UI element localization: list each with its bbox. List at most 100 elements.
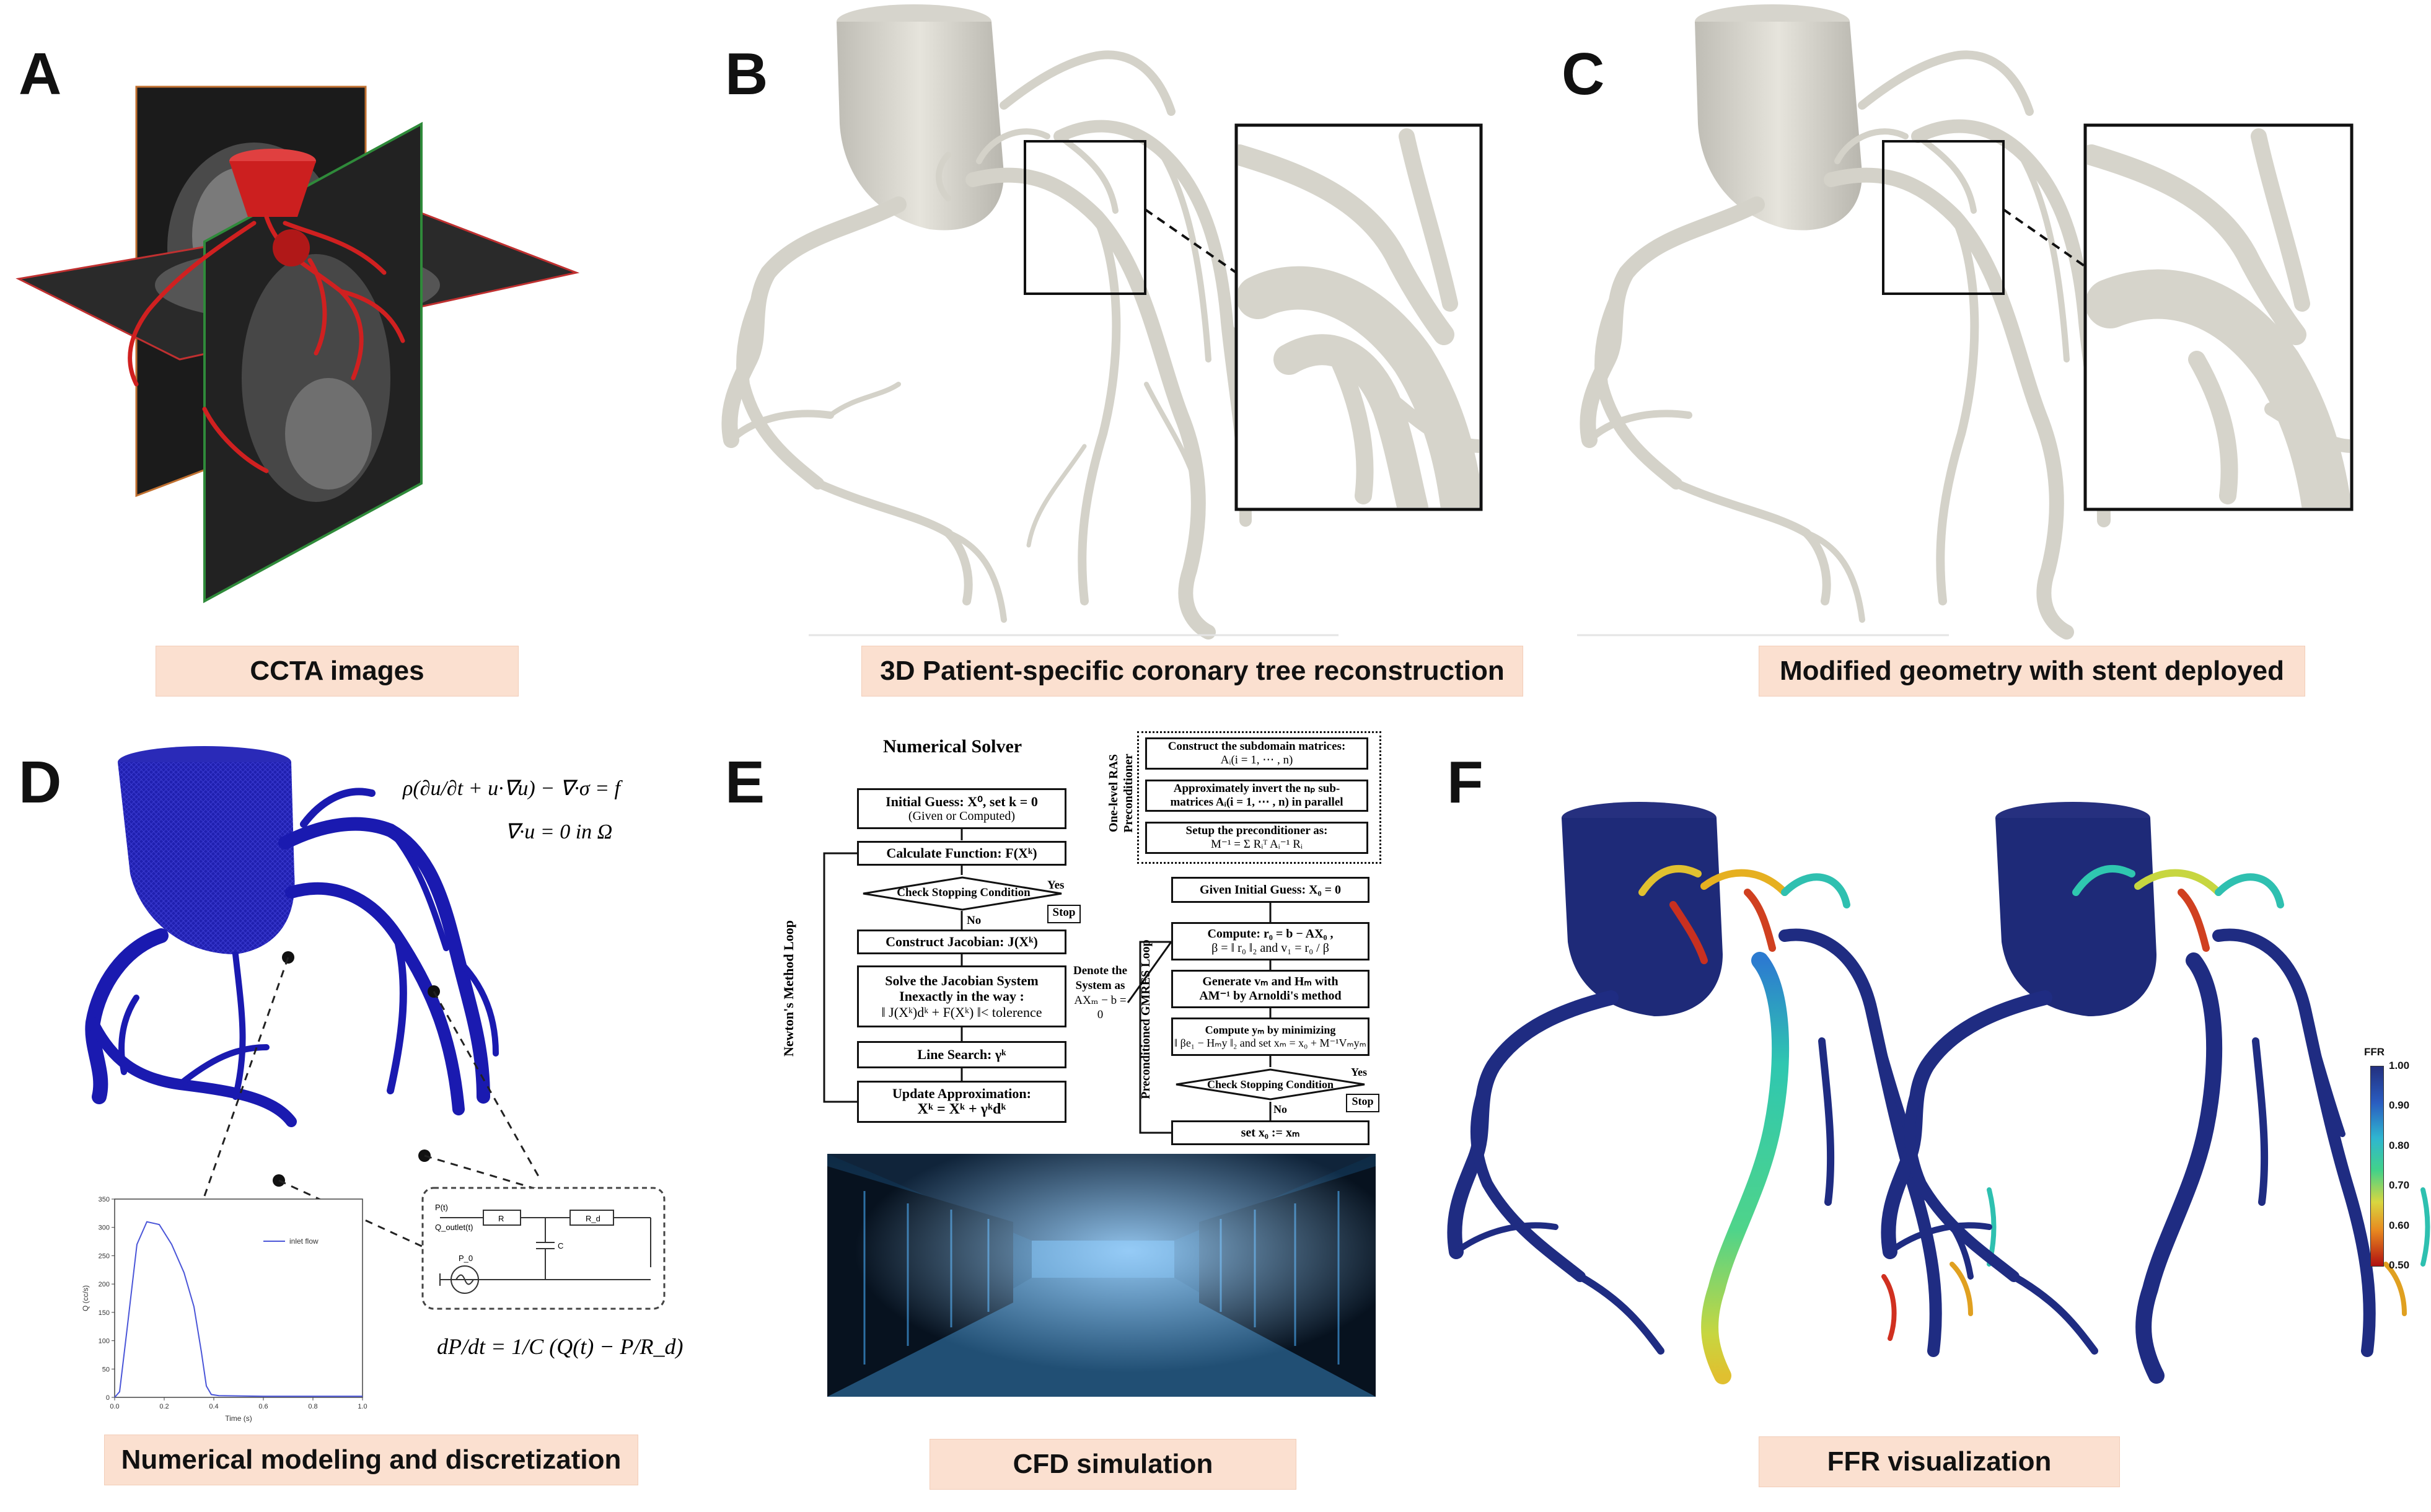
legend-label: inlet flow	[289, 1237, 319, 1246]
flow-plot-frame	[114, 1198, 363, 1398]
denote-line-2: System as	[1075, 978, 1125, 992]
panel-label-d: D	[19, 749, 62, 815]
gmres-stop-box: Stop	[1346, 1094, 1379, 1112]
meshed-coronary-model	[85, 746, 499, 1187]
stented-geometry	[1577, 4, 2354, 640]
circuit-label-c: C	[558, 1241, 563, 1250]
x-tick-label: 0.0	[110, 1403, 119, 1410]
y-tick-label: 300	[99, 1224, 110, 1232]
colorbar-tick-label: 0.90	[2389, 1099, 2410, 1112]
caption-c: Modified geometry with stent deployed	[1759, 646, 2305, 697]
denote-system: Denote the System as AXₘ − b = 0	[1071, 964, 1130, 1022]
x-tick-label: 0.6	[258, 1403, 268, 1410]
step-initial-guess-sub: (Given or Computed)	[908, 809, 1016, 824]
step-update-approx: Update Approximation: Xᵏ = Xᵏ + γᵏdᵏ	[857, 1081, 1066, 1123]
circuit-label-rd: R_d	[586, 1214, 600, 1223]
hpc-datacenter-photo	[827, 1154, 1376, 1397]
colorbar-tick-label: 1.00	[2389, 1060, 2410, 1071]
update-line-2: Xᵏ = Xᵏ + γᵏdᵏ	[917, 1101, 1006, 1117]
solve-line-1: Solve the Jacobian System	[885, 973, 1039, 989]
step-solve-jacobian: Solve the Jacobian System Inexactly in t…	[857, 965, 1066, 1027]
check-stop-label: Check Stopping Condition	[897, 886, 1031, 899]
colorbar-tick-label: 0.80	[2389, 1139, 2410, 1151]
solver-title: Numerical Solver	[883, 736, 1022, 757]
x-tick-label: 0.8	[308, 1403, 317, 1410]
newton-yes-label: Yes	[1047, 879, 1065, 892]
ras-step-1-line-2: Aᵢ(i = 1, ⋯ , n)	[1220, 754, 1293, 767]
circuit-label-p0: P_0	[459, 1254, 473, 1263]
circuit-label-pt: P(t)	[435, 1203, 448, 1212]
step-line-search: Line Search: γᵏ	[857, 1041, 1066, 1068]
caption-e: CFD simulation	[930, 1439, 1296, 1490]
solve-line-3: ‖ J(Xᵏ)dᵏ + F(Xᵏ) ‖< tolerence	[881, 1004, 1042, 1020]
gmres-step-3-line-2: AM⁻¹ by Arnoldi's method	[1199, 989, 1342, 1003]
gmres-step-3-line-1: Generate vₘ and Hₘ with	[1202, 975, 1339, 988]
step-calc-function: Calculate Function: F(Xᵏ)	[857, 841, 1066, 866]
caption-a: CCTA images	[156, 646, 519, 697]
ras-preconditioner-frame	[1137, 731, 1381, 864]
gmres-step-1: Given Initial Guess: X₀ = 0	[1171, 877, 1369, 903]
y-tick-label: 100	[99, 1338, 110, 1345]
ras-step-2-line-2: matrices Aᵢ(i = 1, ⋯ , n) in parallel	[1170, 796, 1343, 809]
gmres-step-2-line-2: β = ‖ r₀ ‖₂ and v₁ = r₀ / β	[1211, 941, 1329, 955]
x-tick-label: 0.4	[209, 1403, 218, 1410]
solve-line-2: Inexactly in the way :	[899, 988, 1024, 1004]
y-tick-label: 250	[99, 1252, 110, 1260]
caption-b: 3D Patient-specific coronary tree recons…	[861, 646, 1523, 697]
gmres-check-stop: Check Stopping Condition	[1207, 1078, 1334, 1091]
y-tick-label: 50	[102, 1366, 110, 1373]
inlet-flow-line	[114, 1221, 363, 1398]
y-tick-label: 0	[106, 1394, 110, 1402]
ffr-colorbar	[2370, 1066, 2384, 1267]
caption-d: Numerical modeling and discretization	[104, 1435, 638, 1485]
denote-line-1: Denote the	[1073, 964, 1128, 977]
y-tick-label: 350	[99, 1196, 110, 1203]
colorbar-tick-label: 0.60	[2389, 1219, 2410, 1231]
caption-f: FFR visualization	[1759, 1436, 2120, 1487]
panel-label-f: F	[1447, 749, 1484, 815]
windkessel-equation: dP/dt = 1/C (Q(t) − P/R_d)	[437, 1334, 684, 1359]
gmres-step-set: set x₀ := xₘ	[1171, 1120, 1369, 1145]
colorbar-tick-label: 0.70	[2389, 1179, 2410, 1192]
gmres-no-label: No	[1273, 1103, 1287, 1115]
panel-label-e: E	[725, 749, 765, 815]
ras-step-1: Construct the subdomain matrices: Aᵢ(i =…	[1145, 737, 1368, 770]
gmres-step-4-line-2: ‖ βe₁ − Hₘy ‖₂ and set xₘ = x₀ + M⁻¹Vₘyₘ	[1174, 1037, 1366, 1049]
y-tick-label: 200	[99, 1281, 110, 1288]
ras-step-2-line-1: Approximately invert the nₚ sub-	[1173, 782, 1340, 796]
ras-step-1-line-1: Construct the subdomain matrices:	[1167, 740, 1346, 754]
continuity-equation: ∇·u = 0 in Ω	[505, 820, 613, 843]
ras-label-line-2: Preconditioner	[1122, 754, 1135, 833]
gmres-step-4-line-1: Compute yₘ by minimizing	[1205, 1024, 1336, 1037]
x-tick-label: 1.0	[358, 1403, 367, 1410]
update-line-1: Update Approximation:	[892, 1085, 1031, 1101]
ras-step-2: Approximately invert the nₚ sub- matrice…	[1145, 780, 1368, 812]
panel-label-c: C	[1562, 41, 1605, 107]
x-axis-label: Time (s)	[225, 1414, 252, 1423]
denote-line-3: AXₘ − b = 0	[1074, 993, 1127, 1022]
colorbar-title: FFR	[2364, 1046, 2385, 1058]
step-initial-guess: Initial Guess: X⁰, set k = 0 (Given or C…	[857, 788, 1066, 829]
stop-condition-diamond	[863, 876, 1062, 911]
gmres-step-3: Generate vₘ and Hₘ with AM⁻¹ by Arnoldi'…	[1171, 970, 1369, 1008]
ras-step-3: Setup the preconditioner as: M⁻¹ = Σ Rᵢᵀ…	[1145, 822, 1368, 854]
gmres-loop-arrows	[1127, 903, 1272, 1134]
gmres-step-4: Compute yₘ by minimizing ‖ βe₁ − Hₘy ‖₂ …	[1171, 1018, 1369, 1056]
circuit-label-qout: Q_outlet(t)	[435, 1223, 473, 1232]
colorbar-tick-label: 0.50	[2389, 1259, 2410, 1271]
circuit-label-r: R	[498, 1214, 504, 1223]
ras-label: One-level RAS Preconditioner	[1106, 725, 1136, 861]
gmres-loop-label: Preconditioned GMRES Loop	[1139, 939, 1153, 1099]
gmres-step-2: Compute: r₀ = b − AX₀ , β = ‖ r₀ ‖₂ and …	[1171, 922, 1369, 960]
step-initial-guess-text: Initial Guess: X⁰, set k = 0	[886, 793, 1038, 809]
y-axis-label: Q (cc/s)	[81, 1285, 90, 1311]
newton-no-label: No	[967, 914, 982, 927]
y-tick-label: 150	[99, 1309, 110, 1317]
navier-stokes-equation: ρ(∂u/∂t + u·∇u) − ∇·σ = f	[403, 777, 620, 800]
coronary-tree-reconstruction	[721, 4, 1483, 640]
newton-loop-arrows	[823, 829, 963, 1103]
gmres-step-2-line-1: Compute: r₀ = b − AX₀ ,	[1207, 927, 1334, 941]
ras-label-line-1: One-level RAS	[1107, 754, 1120, 833]
windkessel-circuit: P(t) Q_outlet(t) R R_d C P_0	[421, 1187, 666, 1310]
